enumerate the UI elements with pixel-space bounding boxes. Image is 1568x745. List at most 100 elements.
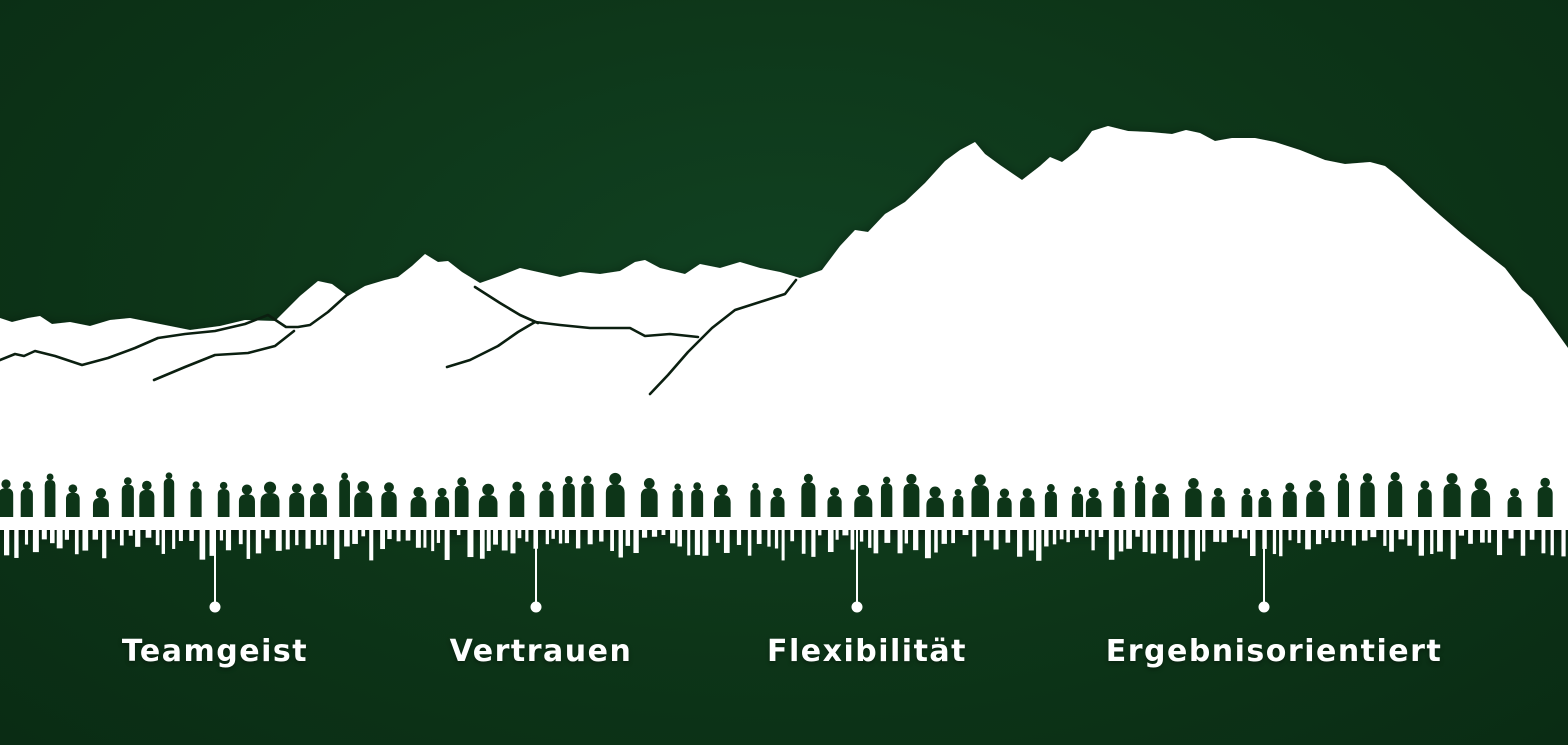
crowd-leg: [842, 517, 849, 536]
crowd-person: [750, 488, 761, 517]
crowd-leg: [599, 517, 604, 542]
crowd-person: [1471, 489, 1491, 517]
crowd-leg: [564, 517, 570, 544]
crowd-leg: [790, 517, 795, 542]
crowd-person-head: [457, 477, 467, 486]
crowd-person: [20, 488, 33, 517]
crowd-leg: [1520, 517, 1526, 556]
crowd-person-head: [1446, 473, 1458, 485]
crowd-leg: [1108, 517, 1115, 560]
crowd-person-head: [752, 482, 759, 490]
crowd-leg: [467, 517, 474, 558]
crowd-person: [672, 489, 683, 517]
crowd-person: [1443, 483, 1461, 517]
crowd-leg: [1468, 517, 1473, 544]
crowd-person-head: [542, 481, 552, 491]
crowd-person: [854, 495, 873, 517]
crowd-person: [1044, 491, 1057, 517]
crowd-person: [1258, 496, 1272, 517]
crowd-leg: [1370, 517, 1377, 538]
crowd-leg: [1250, 517, 1256, 557]
crowd-person: [309, 493, 327, 517]
crowd-leg: [1213, 517, 1220, 542]
crowd-leg: [145, 517, 152, 538]
callout-dot-ergebnis: [1258, 601, 1270, 613]
crowd-person-head: [564, 476, 573, 484]
crowd-person: [381, 491, 397, 517]
crowd-leg: [344, 517, 350, 547]
crowd-leg: [1184, 517, 1189, 558]
value-label-teamgeist: Teamgeist: [121, 634, 309, 669]
crowd-leg: [456, 517, 461, 536]
crowd-leg: [1098, 517, 1104, 538]
crowd-person-head: [357, 481, 369, 493]
crowd-person: [1360, 481, 1375, 517]
crowd-leg: [1496, 517, 1503, 556]
crowd-leg: [1044, 517, 1049, 547]
crowd-leg: [575, 517, 581, 549]
crowd-person-head: [1260, 488, 1269, 498]
crowd-person-head: [123, 477, 132, 486]
crowd-leg: [1118, 517, 1124, 552]
crowd-leg: [781, 517, 785, 561]
crowd-leg: [1059, 517, 1064, 540]
crowd-person: [1418, 488, 1432, 517]
crowd-leg: [1279, 517, 1283, 557]
crowd-leg: [501, 517, 508, 551]
crowd-leg: [1561, 517, 1566, 557]
crowd-person: [1537, 486, 1553, 517]
crowd-person-head: [717, 484, 728, 496]
crowd-person-head: [291, 483, 302, 494]
crowd-person-head: [1155, 483, 1166, 495]
crowd-person: [1211, 496, 1225, 517]
crowd-leg: [884, 517, 891, 543]
crowd-leg: [1458, 517, 1465, 536]
crowd-leg: [396, 517, 401, 542]
crowd-leg: [868, 517, 872, 548]
crowd-person: [435, 496, 450, 517]
crowd-person: [952, 495, 964, 517]
crowd-person-head: [165, 472, 173, 480]
crowd-leg: [255, 517, 262, 554]
crowd-leg: [1437, 517, 1443, 552]
crowd-leg: [1142, 517, 1148, 553]
callout-dot-teamgeist: [209, 601, 221, 613]
crowd-leg: [747, 517, 752, 556]
crowd-leg: [610, 517, 614, 551]
crowd-leg: [436, 517, 441, 543]
crowd-person: [691, 489, 704, 517]
crowd-person-head: [974, 474, 986, 486]
crowd-leg: [387, 517, 392, 540]
crowd-leg: [551, 517, 555, 539]
crowd-leg: [50, 517, 55, 544]
crowd-person-head: [1188, 478, 1199, 489]
crowd-leg: [1028, 517, 1034, 551]
crowd-leg: [818, 517, 822, 536]
crowd-person: [217, 488, 230, 517]
crowd-leg: [1074, 517, 1079, 538]
crowd-leg: [545, 517, 549, 545]
crowd-leg: [1272, 517, 1277, 555]
crowd-person: [770, 496, 785, 517]
crowd-leg: [1172, 517, 1179, 559]
crowd-leg: [510, 517, 516, 554]
crowd-person: [1507, 496, 1522, 517]
crowd-leg: [1005, 517, 1011, 543]
crowd-leg: [493, 517, 498, 545]
crowd-person: [354, 492, 373, 517]
crowd-person-head: [1339, 473, 1348, 481]
crowd-leg: [1418, 517, 1424, 556]
crowd-leg: [74, 517, 79, 555]
crowd-leg: [1036, 517, 1042, 561]
crowd-leg: [1241, 517, 1248, 539]
crowd-person: [605, 484, 625, 517]
crowd-person: [1113, 487, 1125, 517]
crowd-person-head: [263, 481, 277, 494]
crowd-person: [66, 492, 80, 517]
crowd-person: [1241, 494, 1253, 517]
crowd-person-head: [1088, 487, 1099, 498]
ridge-lines: [0, 278, 798, 396]
crowd-leg: [941, 517, 947, 544]
crowd-leg: [431, 517, 435, 552]
crowd-person-head: [1390, 472, 1400, 482]
